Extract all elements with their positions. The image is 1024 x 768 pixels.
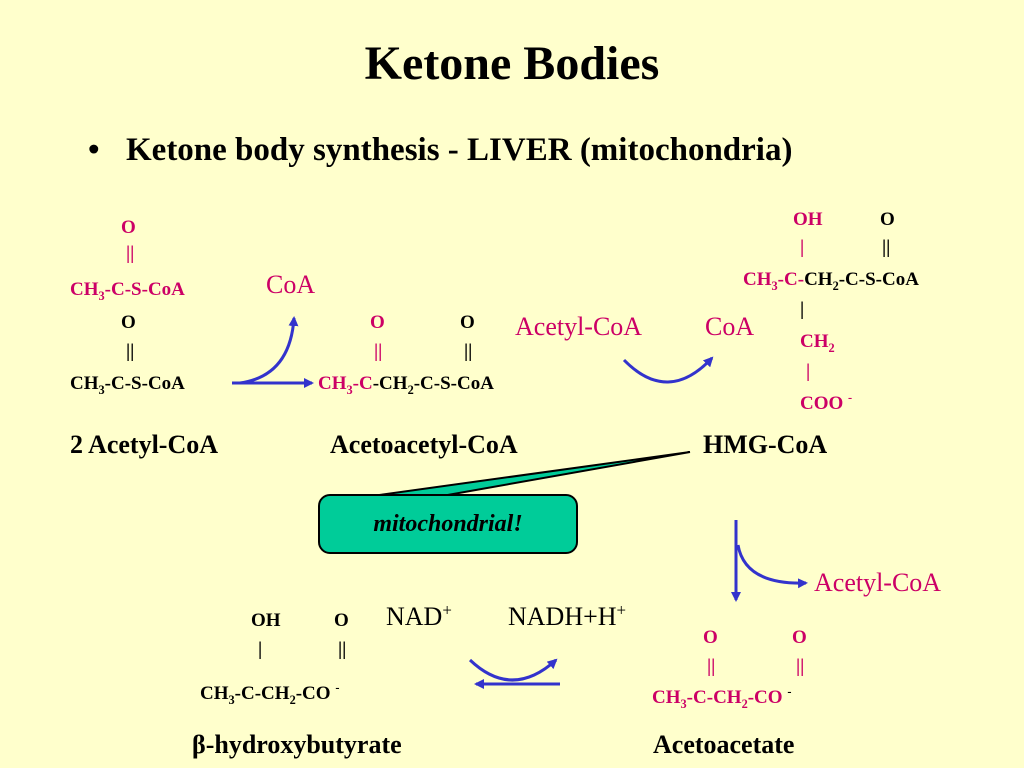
acetoacetyl-coa-double-bond-1: || — [374, 341, 383, 362]
nad-plus: NAD+ — [386, 600, 452, 631]
bullet-text: Ketone body synthesis - LIVER (mitochond… — [126, 132, 793, 168]
acetyl-coa-top-formula: CH3-C-S-CoA — [70, 279, 185, 303]
acetyl-coa-top-oxygen: O — [121, 217, 136, 238]
hmg-coa-ch2: CH2 — [800, 331, 835, 355]
hydroxybutyrate-oxygen: O — [334, 610, 349, 631]
hydroxybutyrate-double-bond: || — [338, 639, 347, 660]
arrow-hmg-synthase — [622, 356, 714, 384]
acetoacetate-oxygen-1: O — [703, 627, 718, 648]
acetyl-coa-input: Acetyl-CoA — [515, 312, 643, 341]
hydroxybutyrate-formula: CH3-C-CH2-CO - — [200, 680, 340, 707]
hmg-coa-double-bond: || — [882, 237, 891, 258]
acetoacetyl-coa-oxygen-2: O — [460, 312, 475, 333]
hydroxybutyrate-single-bond: | — [258, 639, 263, 660]
hmg-coa-lower-bond: | — [806, 361, 811, 382]
acetoacetate-formula: CH3-C-CH2-CO - — [652, 684, 792, 711]
acetoacetyl-coa-oxygen-1: O — [370, 312, 385, 333]
label-beta-hydroxybutyrate: β-hydroxybutyrate — [192, 730, 402, 759]
hmg-coa-oxygen: O — [880, 209, 895, 230]
acetoacetyl-coa-double-bond-2: || — [464, 341, 473, 362]
arrow-dehydrogenase-upper — [468, 658, 558, 682]
acetyl-coa-bottom-formula: CH3-C-S-CoA — [70, 373, 185, 397]
coa-released-2: CoA — [705, 312, 755, 341]
bullet-item: • Ketone body synthesis - LIVER (mitochon… — [88, 134, 792, 167]
label-acetoacetyl-coa: Acetoacetyl-CoA — [330, 430, 518, 459]
coa-released-1: CoA — [266, 270, 316, 299]
hmg-coa-hydroxyl: OH — [793, 209, 823, 230]
mitochondrial-callout: mitochondrial! — [318, 494, 578, 554]
hmg-coa-single-bond: | — [800, 237, 805, 258]
acetyl-coa-bottom-double-bond: || — [126, 341, 135, 362]
arrow-coa-release-1 — [239, 316, 299, 385]
hmg-coa-branch-bond: | — [800, 299, 805, 320]
arrow-acetyl-coa-release — [736, 544, 808, 589]
acetoacetate-double-bond-2: || — [796, 656, 805, 677]
acetyl-coa-output: Acetyl-CoA — [814, 568, 942, 597]
acetoacetate-oxygen-2: O — [792, 627, 807, 648]
label-two-acetyl-coa: 2 Acetyl-CoA — [70, 430, 219, 459]
label-hmg-coa: HMG-CoA — [703, 430, 828, 459]
hydroxybutyrate-hydroxyl: OH — [251, 610, 281, 631]
slide-title: Ketone Bodies — [364, 37, 660, 90]
acetoacetyl-coa-formula: CH3-C-CH2-C-S-CoA — [318, 373, 494, 397]
bullet-symbol: • — [88, 132, 100, 168]
acetyl-coa-top-double-bond: || — [126, 243, 135, 264]
label-acetoacetate: Acetoacetate — [653, 730, 795, 759]
acetoacetate-double-bond-1: || — [707, 656, 716, 677]
hmg-coa-carboxylate: COO - — [800, 390, 853, 414]
hmg-coa-formula: CH3-C-CH2-C-S-CoA — [743, 269, 919, 293]
acetyl-coa-bottom-oxygen: O — [121, 312, 136, 333]
nadh-h-plus: NADH+H+ — [508, 600, 627, 631]
